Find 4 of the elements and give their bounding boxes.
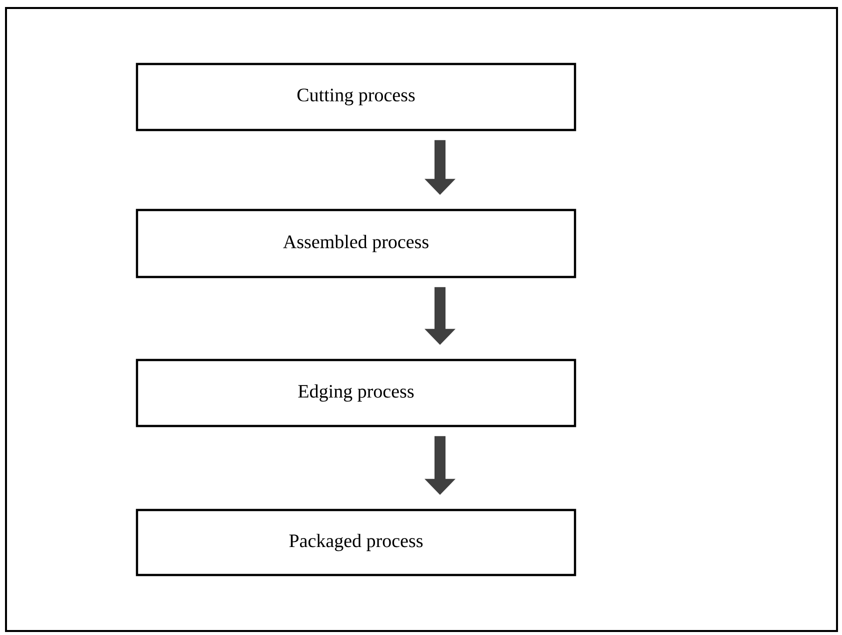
process-box: Edging process [136,358,576,428]
process-box: Assembled process [136,208,576,278]
process-box: Packaged process [136,508,576,576]
process-box: Cutting process [136,62,576,132]
